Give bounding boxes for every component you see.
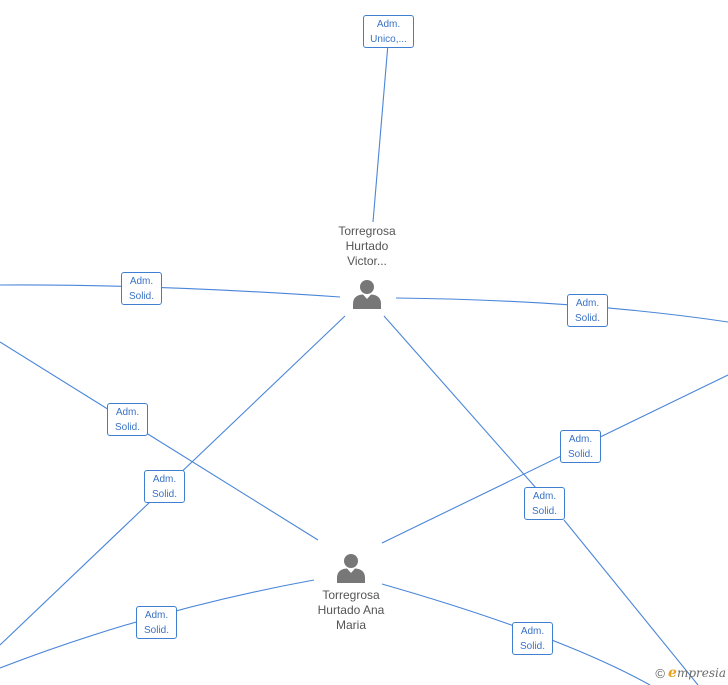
person-node-ana[interactable]: Torregrosa Hurtado Ana Maria <box>306 553 396 633</box>
relation-role: Adm. <box>129 276 154 287</box>
relation-type: Solid. <box>519 641 545 652</box>
relation-type: Solid. <box>574 313 600 324</box>
person-name-line: Victor... <box>347 254 387 268</box>
relation-role: Adm. <box>115 407 140 418</box>
relation-label-adm-solid[interactable]: Adm. Solid. <box>524 487 565 520</box>
edge-victor-right <box>395 297 728 323</box>
empresia-logo: empresia <box>668 665 726 681</box>
relation-label-adm-solid[interactable]: Adm. Solid. <box>512 622 553 655</box>
relation-type: Unico,... <box>370 34 407 45</box>
relation-label-adm-solid[interactable]: Adm. Solid. <box>136 606 177 639</box>
relation-label-adm-solid[interactable]: Adm. Solid. <box>567 294 608 327</box>
person-name-line: Torregrosa <box>338 224 396 238</box>
person-name-line: Hurtado <box>345 239 389 253</box>
edge-ana-upperright <box>381 374 728 544</box>
relation-label-adm-solid[interactable]: Adm. Solid. <box>121 272 162 305</box>
relation-label-adm-solid[interactable]: Adm. Solid. <box>560 430 601 463</box>
edge-lowerright-diagonal <box>563 519 699 685</box>
relation-label-adm-solid[interactable]: Adm. Solid. <box>144 470 185 503</box>
person-name-line: Torregrosa <box>322 588 380 602</box>
relation-role: Adm. <box>152 474 177 485</box>
person-name-line: Hurtado Ana <box>317 603 385 617</box>
relation-type: Solid. <box>567 449 593 460</box>
relation-role: Adm. <box>568 434 593 445</box>
relation-type: Solid. <box>151 489 177 500</box>
person-icon <box>353 280 381 309</box>
relation-role: Adm. <box>376 19 401 30</box>
relation-type: Solid. <box>114 422 140 433</box>
copyright-icon: © <box>655 665 666 681</box>
relation-role: Adm. <box>575 298 600 309</box>
empresia-credit[interactable]: © empresia <box>655 665 726 681</box>
edge-victor-left <box>0 284 341 298</box>
relation-type: Solid. <box>531 506 557 517</box>
person-node-victor[interactable]: Torregrosa Hurtado Victor... <box>322 224 412 309</box>
relation-label-adm-solid[interactable]: Adm. Solid. <box>107 403 148 436</box>
edge-victor-top <box>372 19 391 223</box>
relation-role: Adm. <box>520 626 545 637</box>
relation-type: Solid. <box>143 625 169 636</box>
edge-ana-upperleft <box>0 341 319 541</box>
relation-role: Adm. <box>532 491 557 502</box>
person-icon <box>337 554 365 583</box>
edge-victor-lowerright <box>383 315 537 489</box>
relation-role: Adm. <box>144 610 169 621</box>
person-name-line: Maria <box>335 618 366 632</box>
relation-type: Solid. <box>128 291 154 302</box>
relation-label-adm-unico[interactable]: Adm. Unico,... <box>363 15 414 48</box>
